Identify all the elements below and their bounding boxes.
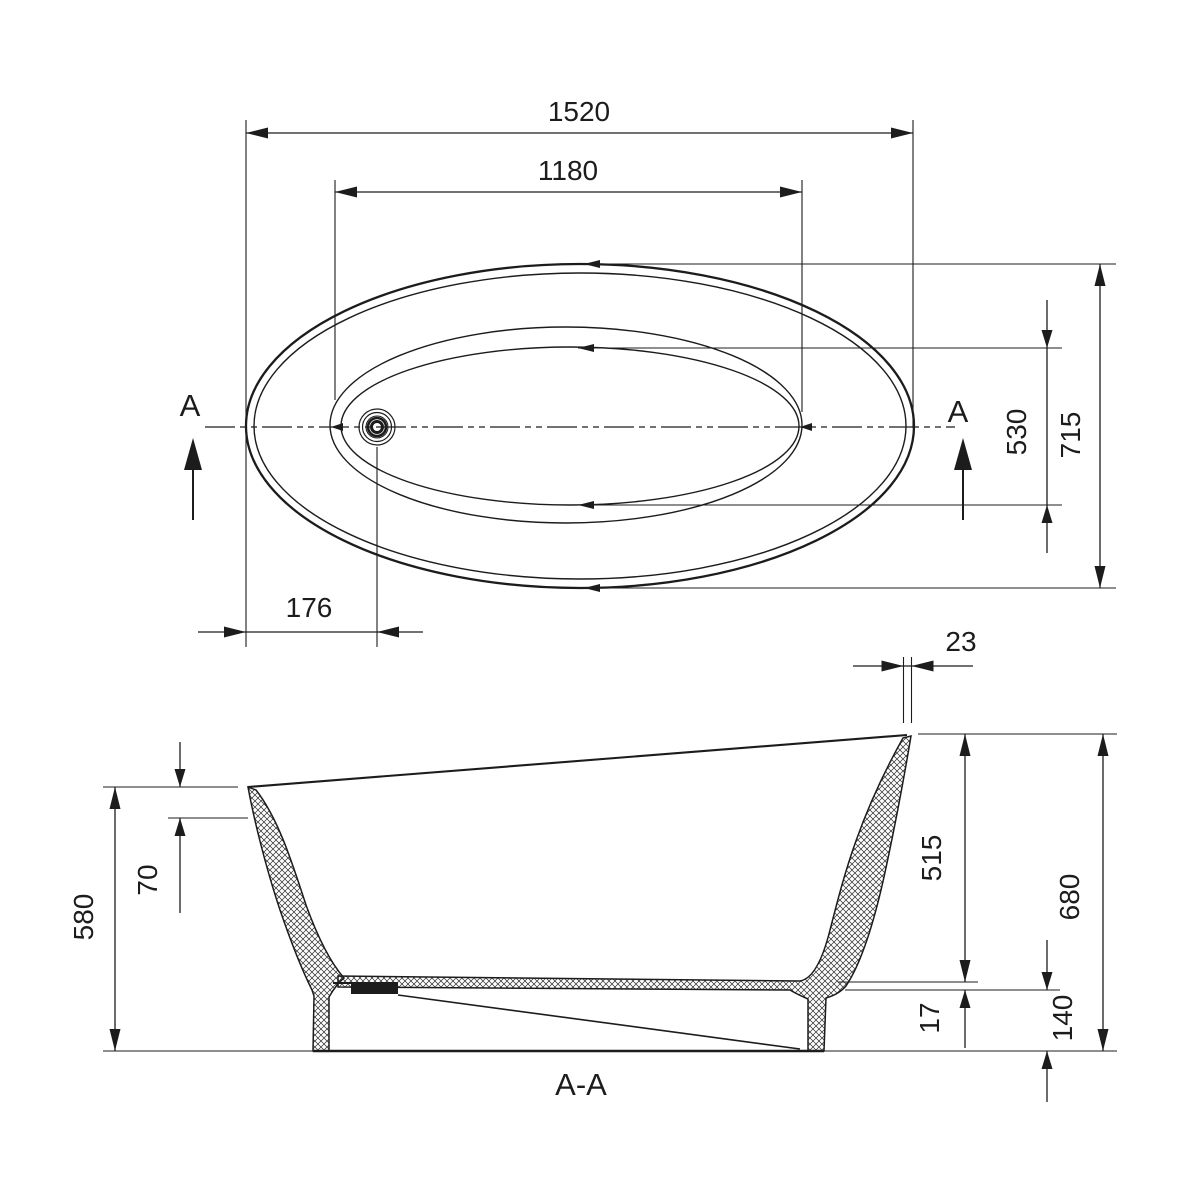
dim-width-inner: 530 [578,300,1062,553]
dim-height-left-label: 580 [68,894,99,941]
drain-section [333,982,398,994]
section-left-wall [247,785,346,1052]
tub-inner-rim [329,326,803,524]
section-cut-arrow-icon [184,438,202,470]
dim-bottom-thickness: 17 [914,990,971,1048]
dim-length-inner: 1180 [334,155,803,412]
section-cut-arrow-icon [954,438,972,470]
section-view: 23 580 70 515 [68,626,1117,1102]
dim-height-left: 580 [68,787,121,1051]
dim-height-right: 680 [1054,734,1109,1051]
dim-base-height: 140 [1041,940,1078,1102]
dim-height-right-label: 680 [1054,874,1085,921]
section-marker-right-label: A [948,394,969,429]
dim-base-height-label: 140 [1047,995,1078,1042]
basin-right-vertex-tick [800,423,812,431]
dim-depth-inner-label: 515 [916,835,947,882]
dim-drain-offset: 176 [198,447,423,647]
dim-depth-inner: 515 [916,734,971,982]
section-cut-left: A [180,388,202,520]
section-cut-right: A [948,394,972,520]
dim-wall-thickness-top: 23 [853,626,977,723]
section-base-diagonal [397,994,801,1050]
dim-length-inner-label: 1180 [538,155,598,186]
dim-drain-offset-label: 176 [286,592,333,623]
dim-length-overall: 1520 [245,96,914,647]
dim-length-overall-label: 1520 [548,96,610,127]
dim-bottom-thickness-label: 17 [914,1002,945,1033]
top-view: 1520 1180 715 [180,96,1116,647]
tub-outer-rim [244,262,916,590]
tub-outer-rim-inner-line [253,272,907,580]
section-marker-left-label: A [180,388,201,423]
dim-rim-drop-label: 70 [132,864,163,895]
tub-basin-contour [340,346,800,506]
basin-left-vertex-tick [331,423,343,431]
dim-rim-drop: 70 [132,742,186,913]
drain-top-view [358,408,396,446]
dim-width-overall-label: 715 [1055,412,1086,459]
section-rim-edge [247,733,908,789]
dim-wall-thickness-top-label: 23 [945,626,976,657]
section-title: A-A [555,1067,607,1102]
dim-width-overall: 715 [584,260,1116,592]
dim-width-inner-label: 530 [1001,409,1032,456]
section-right-wall-and-bottom [337,734,912,1052]
